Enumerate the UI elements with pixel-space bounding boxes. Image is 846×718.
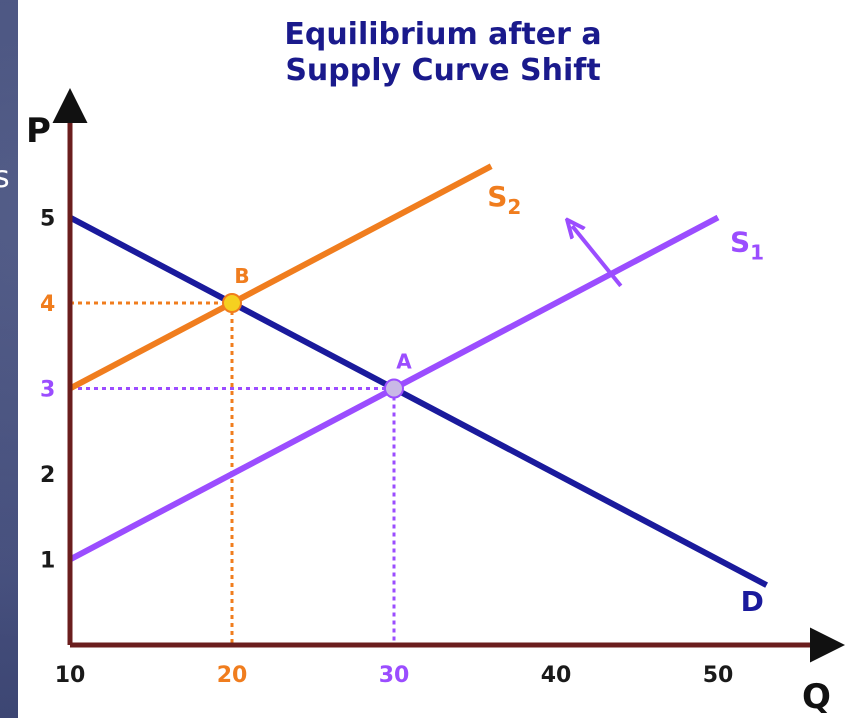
- shift-arrow: [572, 226, 623, 288]
- y-tick-label: 2: [40, 463, 55, 488]
- x-tick-label: 10: [55, 663, 86, 688]
- x-axis-label: Q: [802, 677, 831, 717]
- equilibrium-point-B: [222, 293, 242, 313]
- supply-shift-chart: Equilibrium after a Supply Curve Shift P…: [26, 17, 845, 717]
- curve-label-s2: S2: [487, 180, 521, 219]
- curve-label-d: D: [741, 585, 764, 618]
- curve-label-s1: S1: [730, 226, 764, 265]
- chart-panel: Equilibrium after a Supply Curve Shift P…: [18, 0, 846, 718]
- x-tick-label: 30: [379, 663, 410, 688]
- y-tick-label: 4: [40, 292, 55, 317]
- y-tick-label: 5: [40, 207, 55, 232]
- x-tick-label: 20: [217, 663, 248, 688]
- slide-text-fragment: s: [0, 160, 10, 195]
- point-label-A: A: [396, 350, 412, 374]
- y-tick-label: 3: [40, 378, 55, 403]
- chart-title-line-2: Supply Curve Shift: [285, 53, 600, 88]
- y-tick-label: 1: [40, 549, 55, 574]
- x-tick-label: 40: [541, 663, 572, 688]
- curve-d: [68, 214, 769, 588]
- x-tick-label: 50: [703, 663, 734, 688]
- equilibrium-point-A: [384, 378, 404, 399]
- curve-s2: [68, 163, 493, 392]
- point-label-B: B: [234, 264, 249, 288]
- chart-title-line-1: Equilibrium after a: [284, 17, 601, 52]
- y-axis-label: P: [26, 111, 51, 151]
